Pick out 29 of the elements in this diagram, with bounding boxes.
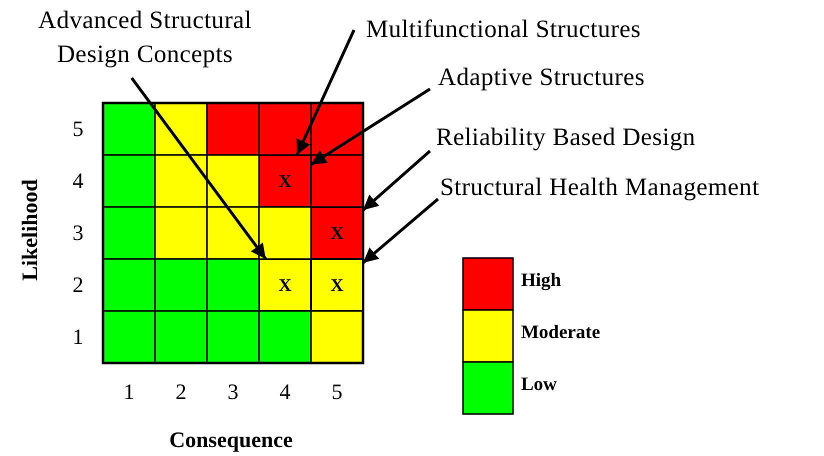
tick-label: 2 xyxy=(72,272,84,298)
callout-label: Adaptive Structures xyxy=(438,61,645,95)
axis-title: Consequence xyxy=(169,427,293,453)
legend-label: High xyxy=(521,270,562,292)
tick-label: 4 xyxy=(72,168,84,194)
axis-title: Likelihood xyxy=(17,179,43,281)
tick-label: 4 xyxy=(280,379,290,405)
callout-label: Structural Health Management xyxy=(440,171,760,205)
tick-label: 1 xyxy=(72,324,84,350)
tick-label: 1 xyxy=(124,379,134,405)
arrow xyxy=(296,29,356,156)
legend-label: Moderate xyxy=(521,322,600,344)
arrow xyxy=(362,198,439,264)
tick-label: 2 xyxy=(176,379,186,405)
callout-label: Advanced Structural Design Concepts xyxy=(12,4,278,72)
marked-risk-cell: X xyxy=(311,259,363,311)
marked-risk-cell: X xyxy=(259,155,311,207)
callout-label: Multifunctional Structures xyxy=(366,13,641,47)
marked-risk-cell: X xyxy=(259,259,311,311)
arrow xyxy=(130,77,267,260)
tick-label: 3 xyxy=(228,379,238,405)
legend-label: Low xyxy=(521,374,557,396)
arrow xyxy=(362,150,431,212)
callout-label: Reliability Based Design xyxy=(436,121,696,155)
arrow xyxy=(310,88,431,166)
marked-risk-cell: X xyxy=(311,207,363,259)
tick-label: 5 xyxy=(72,116,84,142)
tick-label: 3 xyxy=(72,220,84,246)
tick-label: 5 xyxy=(332,379,342,405)
